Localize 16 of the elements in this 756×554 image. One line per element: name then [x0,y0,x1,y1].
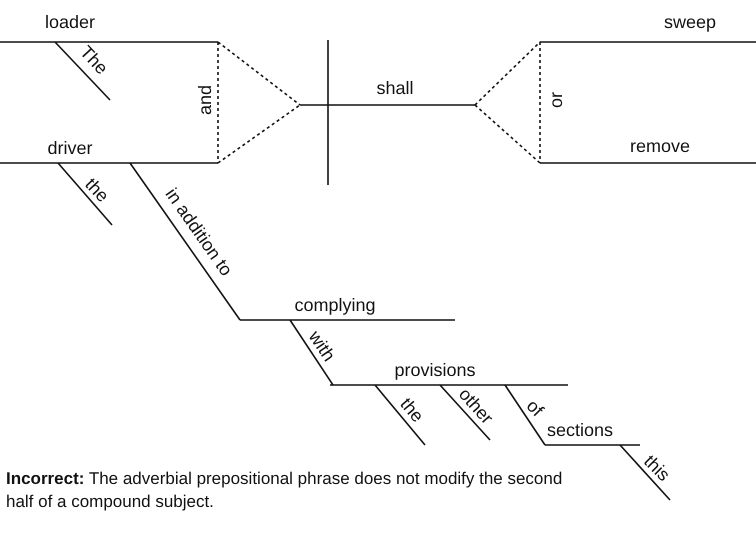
word-label: sweep [664,13,716,31]
word-label: of [523,396,547,420]
word-label: driver [48,139,92,157]
word-label: complying [294,296,376,314]
word-label: loader [44,13,96,31]
word-label: and [196,84,214,116]
word-label: shall [376,79,414,97]
word-label: or [547,92,565,108]
word-label: provisions [394,361,476,379]
word-label: sections [546,421,614,439]
word-label: the [397,394,427,426]
word-label: this [640,452,674,484]
word-label: The [76,42,112,78]
word-label: the [82,174,112,206]
word-label: remove [630,137,690,155]
caption-text: Incorrect: The adverbial prepositional phrase does not modify the second half of a compound subject. [6,468,564,513]
